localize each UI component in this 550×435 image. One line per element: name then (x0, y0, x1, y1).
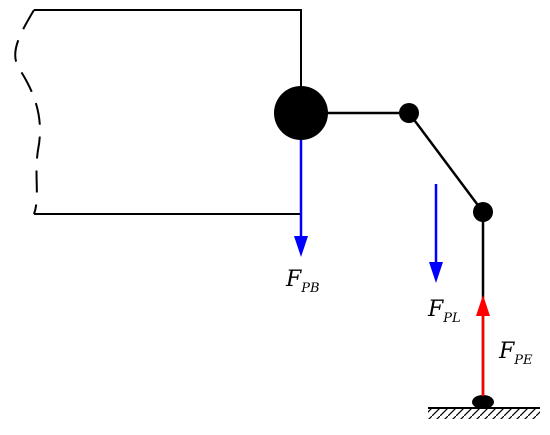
force-pe-label: FPE (498, 339, 533, 368)
body-outline (14, 9, 302, 215)
force-pb-subscript: PB (300, 281, 319, 296)
force-pe-arrowhead (476, 295, 490, 316)
force-pb-label: FPB (285, 267, 320, 296)
body-break-line (14, 9, 41, 215)
upper-link-joint (399, 103, 419, 123)
force-pl-symbol: F (427, 297, 444, 322)
linkage (301, 111, 485, 402)
force-pl-arrowhead (429, 262, 443, 283)
force-pb-symbol: F (285, 267, 302, 292)
link-diagonal (407, 112, 485, 213)
ground-support (428, 395, 540, 419)
force-pe-symbol: F (498, 339, 515, 364)
force-pe-subscript: PE (513, 353, 533, 368)
force-pl-subscript: PL (442, 311, 460, 326)
force-pe-arrow (476, 295, 490, 396)
force-pb-arrow (294, 140, 308, 257)
force-pl-arrow (429, 184, 443, 283)
force-pb-arrowhead (294, 236, 308, 257)
lower-link-joint (473, 202, 493, 222)
body-top-edge (34, 9, 302, 215)
ground-contact-joint (472, 395, 494, 409)
force-pl-label: FPL (427, 297, 461, 326)
ground-hatching (428, 409, 540, 419)
